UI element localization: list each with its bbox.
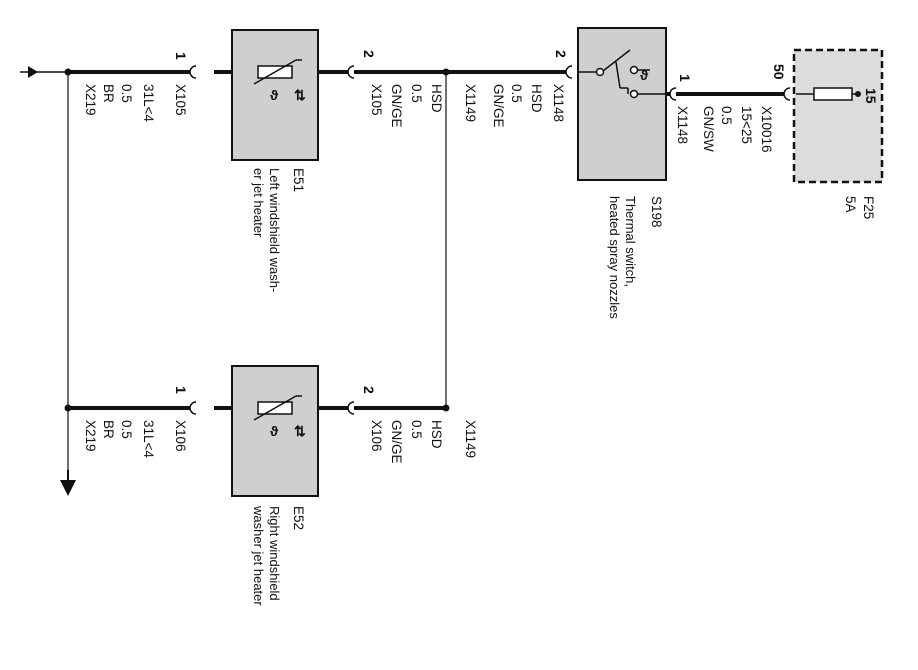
arrow-updown-icon: ⇅ [294,87,306,103]
terminal-s198-pin2 [565,65,573,79]
e51-hsd-wire-labels: HSD 0.5 GN/GE X105 [369,84,444,128]
e52-caption: E52 Right windshield washer jet heater [251,505,306,606]
component-id: E51 [291,168,306,192]
theta-symbol: ϑ [270,87,279,103]
component-id: S198 [649,196,664,228]
pin-number: 50 [771,64,787,80]
ground-terminal-icon [20,66,38,78]
thermal-switch-s198: ϑ [577,27,667,181]
thermistor-icon: ϑ ⇅ [253,395,306,439]
wire-color-label: GN/GE [389,84,404,128]
gauge-label: 0.5 [409,84,424,103]
component-description: Left windshield wash- [267,168,282,292]
theta-symbol: ϑ [640,67,649,83]
circuit-label: 15<25 [739,106,754,144]
gauge-label: 0.5 [119,84,134,103]
gauge-label: 0.5 [409,420,424,439]
e51-caption: E51 Left windshield wash- er jet heater [251,168,306,292]
fuse-symbol-icon [796,87,861,101]
pin-number: 2 [553,50,569,58]
terminal-e52-pin1 [189,401,197,415]
splice-x1149-top [442,68,450,76]
s198-caption: S198 Thermal switch, heated spray nozzle… [607,196,664,319]
wire-color-label: GN/GE [491,84,506,128]
terminal-s198-pin1 [669,87,677,101]
splice-x219-top [64,68,72,76]
heater-e51-body [231,29,319,161]
wires [28,70,790,476]
theta-symbol: ϑ [270,423,279,439]
junction-dots [64,68,450,412]
circuit-label: 31L<4 [141,84,156,122]
splice-x219-bottom [64,404,72,412]
fuse-box-dashed [792,48,884,184]
e52-ground-wire-labels: X106 31L<4 0.5 BR X219 [83,420,188,458]
arrow-down-icon [60,470,76,496]
wire-color-label: BR [101,84,116,103]
terminal-e52-pin2 [347,401,355,415]
terminal-e51-pin1 [189,65,197,79]
component-description: heated spray nozzles [607,196,622,319]
connector-label: X106 [173,420,188,452]
connector-label: X10016 [759,106,774,153]
pin-number: 1 [173,386,189,394]
component-description: Thermal switch, [623,196,638,287]
connector-label: X106 [369,420,384,452]
splice-label: X219 [83,420,98,452]
e51-ground-wire-labels: X105 31L<4 0.5 BR X219 [83,84,188,122]
heater-e52: ϑ ⇅ [214,365,336,497]
circuit-label: HSD [529,84,544,113]
pin-number: 1 [173,52,189,60]
terminal-f25-pin50 [783,87,791,101]
component-id: F25 [861,196,876,219]
splice-label: X219 [83,84,98,116]
circuit-label: HSD [429,84,444,113]
circuit-label: 31L<4 [141,420,156,458]
pin-number: 1 [677,74,693,82]
circuit-label: HSD [429,420,444,449]
thermal-switch-body [577,27,667,181]
wire-color-label: GN/SW [701,106,716,152]
splice-label: X1149 [463,84,478,122]
feed-wire-labels: X1148 X10016 15<25 0.5 GN/SW [675,106,774,153]
heater-e51: ϑ ⇅ [214,29,336,161]
connector-label: X1148 [675,106,690,144]
thermal-switch-symbol-icon [578,49,666,99]
f25-caption: F25 5A [843,196,876,219]
thermistor-icon: ϑ ⇅ [253,59,306,103]
pin-number: 2 [361,50,377,58]
component-id: E52 [291,506,306,530]
splice-label: X1149 [463,420,478,458]
arrow-updown-icon: ⇅ [294,423,306,439]
e52-hsd-wire-labels: HSD 0.5 GN/GE X106 X1149 [369,420,478,464]
component-description: washer jet heater [251,505,266,606]
component-description: er jet heater [251,168,266,238]
wire-color-label: GN/GE [389,420,404,464]
fuse-rating: 5A [843,196,858,213]
fuse-f25 [792,48,884,184]
connector-label: X105 [369,84,384,116]
heater-e52-body [231,365,319,497]
gauge-label: 0.5 [719,106,734,125]
pin-number: 2 [361,386,377,394]
gauge-label: 0.5 [119,420,134,439]
connector-label: X105 [173,84,188,116]
connector-terminals [189,65,791,415]
component-description: Right windshield [267,506,282,601]
hsd-main-wire-labels: X1149 HSD 0.5 GN/GE X1148 [463,84,566,128]
pin-number: 15 [863,88,879,104]
gauge-label: 0.5 [509,84,524,103]
wire-color-label: BR [101,420,116,439]
connector-label: X1148 [551,84,566,122]
splice-x1149-bottom [442,404,450,412]
terminal-e51-pin2 [347,65,355,79]
